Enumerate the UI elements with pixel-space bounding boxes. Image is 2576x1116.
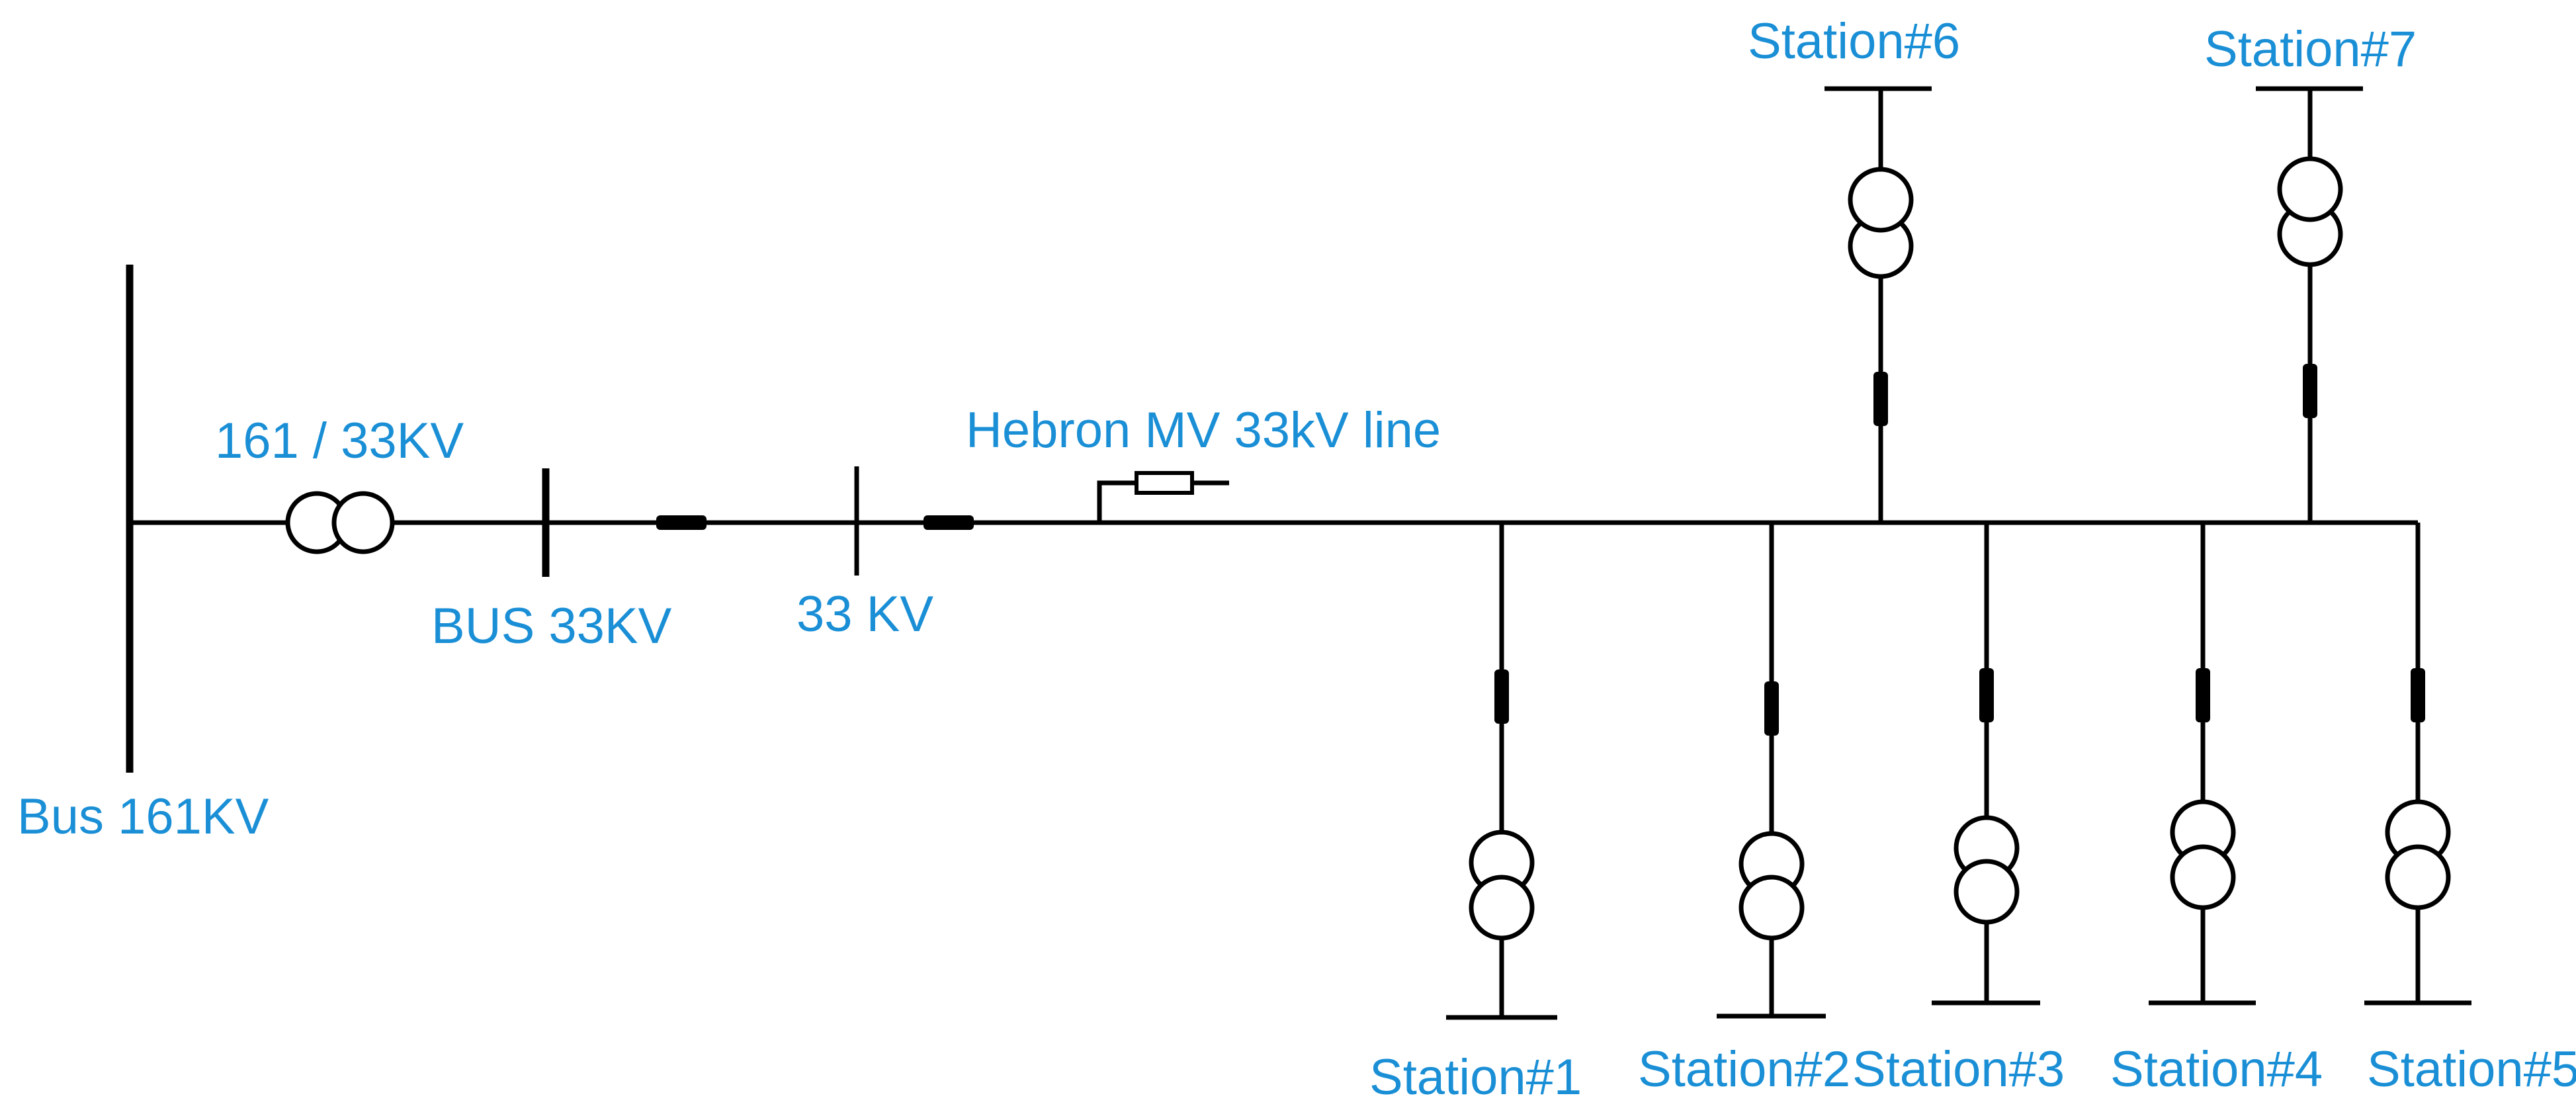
station-2-breaker-icon	[1764, 681, 1779, 736]
hebron-line-label: Hebron MV 33kV line	[966, 402, 1441, 458]
station-3-breaker-icon	[1979, 668, 1994, 722]
line-impedance-icon	[1097, 471, 1229, 523]
station-3-branch	[1932, 523, 2040, 1006]
station-7-branch	[2256, 86, 2363, 523]
station-6-label: Station#6	[1748, 13, 1960, 69]
station-5-label: Station#5	[2367, 1041, 2576, 1097]
breaker-1-icon	[656, 515, 707, 530]
station-6-branch	[1825, 86, 1932, 523]
station-2-branch	[1717, 523, 1826, 1019]
breaker-2-icon	[923, 515, 974, 530]
node-33kv-label: 33 KV	[796, 586, 933, 642]
bus-161kv-label: Bus 161KV	[17, 789, 269, 845]
station-7-label: Station#7	[2204, 21, 2417, 77]
station-1-label: Station#1	[1369, 1049, 1582, 1105]
transformer-label: 161 / 33KV	[215, 413, 464, 469]
station-7-breaker-icon	[2303, 364, 2317, 418]
station-3-label: Station#3	[1852, 1041, 2065, 1097]
main-transformer-symbol	[285, 491, 395, 554]
station-6-breaker-icon	[1873, 372, 1888, 426]
station-1-branch	[1446, 523, 1557, 1020]
station-4-breaker-icon	[2196, 668, 2210, 722]
station-5-branch	[2364, 523, 2471, 1006]
station-4-branch	[2149, 523, 2256, 1006]
bus-33kv-label: BUS 33KV	[431, 598, 672, 654]
station-2-label: Station#2	[1638, 1041, 1850, 1097]
station-1-breaker-icon	[1494, 669, 1509, 724]
station-5-breaker-icon	[2411, 668, 2425, 722]
station-4-label: Station#4	[2110, 1041, 2323, 1097]
